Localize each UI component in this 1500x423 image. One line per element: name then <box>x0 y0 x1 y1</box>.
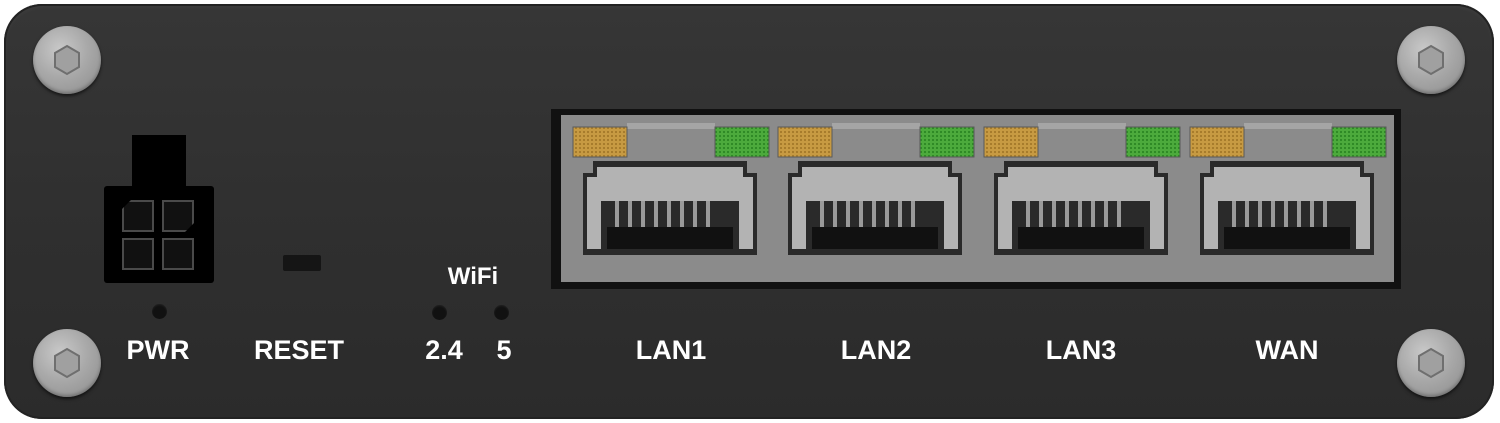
power-led-icon <box>152 304 167 319</box>
ethernet-port-lan3[interactable] <box>978 115 1183 282</box>
screw-icon <box>1397 26 1465 94</box>
ethernet-label-lan1: LAN1 <box>635 335 707 365</box>
ethernet-label-lan2: LAN2 <box>840 335 912 365</box>
power-label: PWR <box>126 335 190 365</box>
reset-button[interactable] <box>283 255 321 271</box>
screw-icon <box>33 329 101 397</box>
power-pin <box>122 200 154 232</box>
wifi-band-label: 5 <box>496 335 512 365</box>
ethernet-port-lan2[interactable] <box>772 115 977 282</box>
ethernet-port-wan[interactable] <box>1184 115 1389 282</box>
power-pin <box>162 200 194 232</box>
power-connector-latch <box>132 135 186 191</box>
ethernet-label-lan3: LAN3 <box>1045 335 1117 365</box>
screw-icon <box>33 26 101 94</box>
wifi-5-led-icon <box>494 305 509 320</box>
wifi-title: WiFi <box>447 263 499 290</box>
power-pin <box>122 238 154 270</box>
ethernet-port-lan1[interactable] <box>567 115 772 282</box>
wifi-2-4-led-icon <box>432 305 447 320</box>
ethernet-label-wan: WAN <box>1255 335 1319 365</box>
reset-label: RESET <box>253 335 345 365</box>
wifi-band-label: 2.4 <box>425 335 463 365</box>
power-connector-icon <box>104 186 214 283</box>
power-pin <box>162 238 194 270</box>
screw-icon <box>1397 329 1465 397</box>
router-front-panel: PWR RESET WiFi 2.4 5 <box>4 4 1494 419</box>
